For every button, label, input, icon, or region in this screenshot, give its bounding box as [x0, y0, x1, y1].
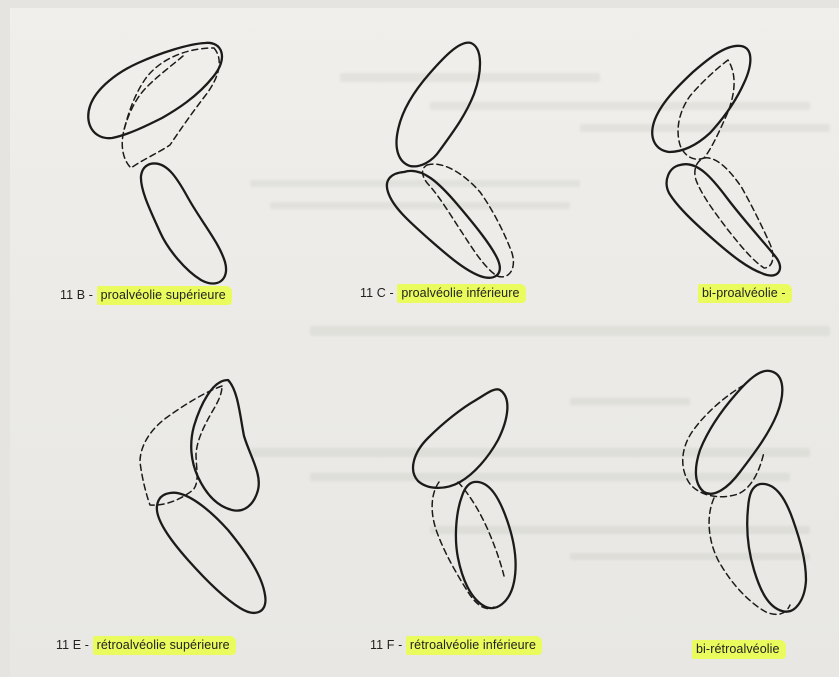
upper-incisor-outline — [397, 43, 481, 167]
figure-number: 11 F — [370, 638, 395, 652]
figure-label: rétroalvéolie supérieure — [93, 636, 236, 655]
lower-incisor-outline — [157, 493, 266, 613]
figure-number: 11 E — [56, 638, 81, 652]
diagram-bi-retroalveolie — [683, 371, 806, 615]
reference-outline-dashed — [122, 48, 219, 168]
diagram-proalveolie-inferieure — [387, 43, 514, 278]
caption-11f: 11 F - rétroalvéolie inférieure — [370, 638, 542, 652]
diagram-retroalveolie-inferieure — [413, 389, 516, 608]
lower-incisor-outline — [667, 164, 780, 275]
lower-incisor-outline — [387, 171, 500, 278]
diagram-proalveolie-superieure — [88, 43, 226, 284]
upper-incisor-outline — [696, 371, 782, 494]
caption-bi-retro: bi-rétroalvéolie — [692, 642, 786, 656]
figure-label: bi-proalvéolie - — [698, 284, 792, 303]
caption-bi-pro: bi-proalvéolie - — [698, 286, 792, 300]
figure-label: bi-rétroalvéolie — [692, 640, 786, 659]
caption-11c: 11 C - proalvéolie inférieure — [360, 286, 526, 300]
caption-11e: 11 E - rétroalvéolie supérieure — [56, 638, 236, 652]
diagram-retroalveolie-superieure — [140, 380, 265, 613]
figure-label: proalvéolie inférieure — [397, 284, 525, 303]
figure-label: proalvéolie supérieure — [97, 286, 232, 305]
upper-incisor-outline — [652, 46, 750, 152]
lower-incisor-outline — [747, 484, 806, 612]
reference-outline-dashed — [140, 386, 222, 505]
upper-incisor-outline — [88, 43, 222, 138]
upper-incisor-outline — [191, 380, 259, 511]
caption-11b: 11 B - proalvéolie supérieure — [60, 288, 232, 302]
diagram-bi-proalveolie — [652, 46, 780, 276]
figure-number: 11 C — [360, 286, 386, 300]
upper-incisor-outline — [413, 389, 507, 488]
lower-incisor-outline — [456, 482, 516, 608]
lower-incisor-outline — [141, 163, 226, 283]
figure-label: rétroalvéolie inférieure — [406, 636, 542, 655]
figure-number: 11 B — [60, 288, 85, 302]
